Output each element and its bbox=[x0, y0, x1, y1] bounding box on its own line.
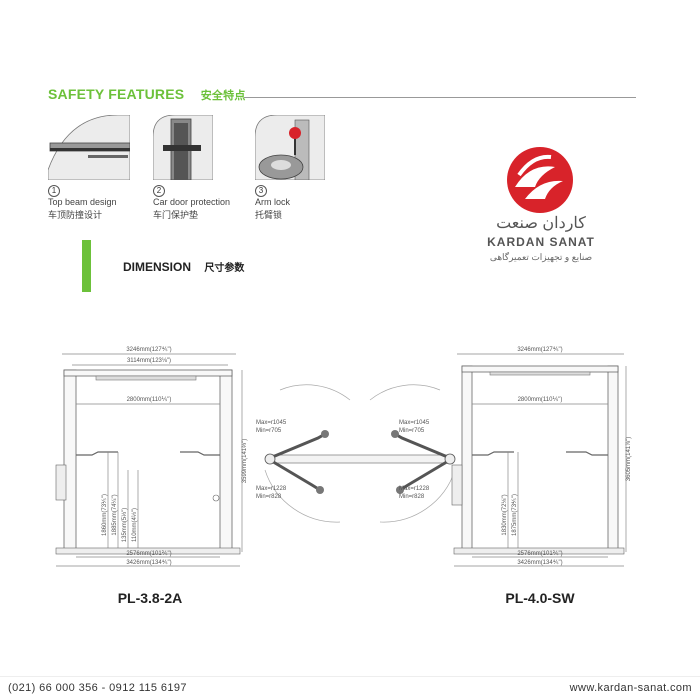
feature-1-number: 1 bbox=[48, 185, 60, 197]
logo-subtitle-fa: صنایع و تجهیزات تعمیرگاهی bbox=[489, 252, 593, 262]
feature-1: 1 Top beam design 车顶防撞设计 bbox=[48, 185, 158, 221]
car-door-protection-image bbox=[153, 115, 213, 180]
left-height: 3599mm(141⅔") bbox=[242, 439, 248, 483]
feature-3-label-cn: 托臂锁 bbox=[255, 210, 283, 220]
footer-website[interactable]: www.kardan-sanat.com bbox=[569, 682, 692, 694]
kardan-logo-mark bbox=[507, 147, 573, 213]
left-base-inner: 2576mm(101⅖") bbox=[126, 551, 171, 557]
dimension-drawings: 3246mm(127⅘") 3114mm(123⅛") 2800mm(110⅕"… bbox=[55, 347, 632, 567]
left-lift-drawing: 3246mm(127⅘") 3114mm(123⅛") 2800mm(110⅕"… bbox=[55, 347, 248, 567]
left-lower-max: Max=r1228 bbox=[256, 486, 287, 492]
right-base-outer: 3426mm(134⅘") bbox=[517, 560, 562, 566]
feature-3-label: Arm lock bbox=[255, 197, 291, 207]
header-rule bbox=[244, 97, 636, 98]
dimension-heading: DIMENSION 尺寸参数 bbox=[123, 259, 244, 274]
feature-3-number: 3 bbox=[255, 185, 267, 197]
left-inner-top-width: 3114mm(123⅛") bbox=[127, 358, 171, 364]
arms-top-view-drawing: Max=r1045 Min=r705 Max=r1228 Min=r828 Ma… bbox=[256, 384, 456, 523]
left-base-outer: 3426mm(134⅘") bbox=[126, 560, 171, 566]
footer-rule bbox=[0, 676, 700, 677]
right-lift-drawing: 3246mm(127⅘") 2800mm(110⅕") 3605mm(141⅞"… bbox=[451, 347, 632, 567]
feature-2-label: Car door protection bbox=[153, 197, 231, 207]
left-upper-min: Min=r705 bbox=[256, 428, 282, 434]
right-lower-max: Max=r1228 bbox=[399, 486, 430, 492]
right-lower-min: Min=r828 bbox=[399, 494, 425, 500]
feature-2: 2 Car door protection 车门保护垫 bbox=[153, 185, 263, 221]
right-base-inner: 2576mm(101⅖") bbox=[517, 551, 562, 557]
right-upper-max: Max=r1045 bbox=[399, 420, 430, 426]
right-model-name: PL-4.0-SW bbox=[505, 590, 575, 606]
feature-1-label-cn: 车顶防撞设计 bbox=[48, 210, 103, 220]
right-h2: 1875mm(73⅘") bbox=[512, 494, 518, 536]
feature-2-number: 2 bbox=[153, 185, 165, 197]
logo-text-fa: کاردان صنعت bbox=[496, 215, 586, 232]
left-h3: 135mm(5⅓") bbox=[122, 508, 128, 542]
feature-3: 3 Arm lock 托臂锁 bbox=[255, 185, 345, 221]
right-top-width: 3246mm(127⅘") bbox=[517, 347, 562, 353]
feature-2-label-cn: 车门保护垫 bbox=[153, 210, 199, 220]
logo-text-en: KARDAN SANAT bbox=[487, 235, 595, 249]
top-beam-image bbox=[48, 115, 130, 180]
right-upper-min: Min=r705 bbox=[399, 428, 425, 434]
safety-features-heading: SAFETY FEATURES 安全特点 bbox=[48, 86, 246, 104]
dimension-title: DIMENSION bbox=[123, 260, 192, 274]
footer-phone: (021) 66 000 356 - 0912 115 6197 bbox=[8, 682, 187, 694]
left-top-width: 3246mm(127⅘") bbox=[126, 347, 171, 353]
left-h2: 1885mm(74¼") bbox=[112, 494, 118, 535]
feature-1-label: Top beam design bbox=[48, 197, 117, 207]
safety-title: SAFETY FEATURES bbox=[48, 86, 185, 102]
left-h1: 1860mm(73⅕") bbox=[102, 494, 108, 536]
safety-title-cn: 安全特点 bbox=[200, 90, 246, 102]
left-lower-min: Min=r828 bbox=[256, 494, 282, 500]
dimension-accent-bar bbox=[82, 240, 91, 292]
arm-lock-image bbox=[255, 115, 325, 180]
right-height: 3605mm(141⅞") bbox=[626, 437, 632, 481]
left-inner-width: 2800mm(110⅕") bbox=[127, 397, 172, 403]
left-model-name: PL-3.8-2A bbox=[117, 590, 183, 606]
right-inner-width: 2800mm(110⅕") bbox=[518, 397, 563, 403]
left-upper-max: Max=r1045 bbox=[256, 420, 287, 426]
dimension-title-cn: 尺寸参数 bbox=[204, 263, 245, 274]
right-h1: 1830mm(72⅛") bbox=[502, 494, 508, 535]
left-h4: 110mm(4⅓") bbox=[132, 508, 138, 542]
